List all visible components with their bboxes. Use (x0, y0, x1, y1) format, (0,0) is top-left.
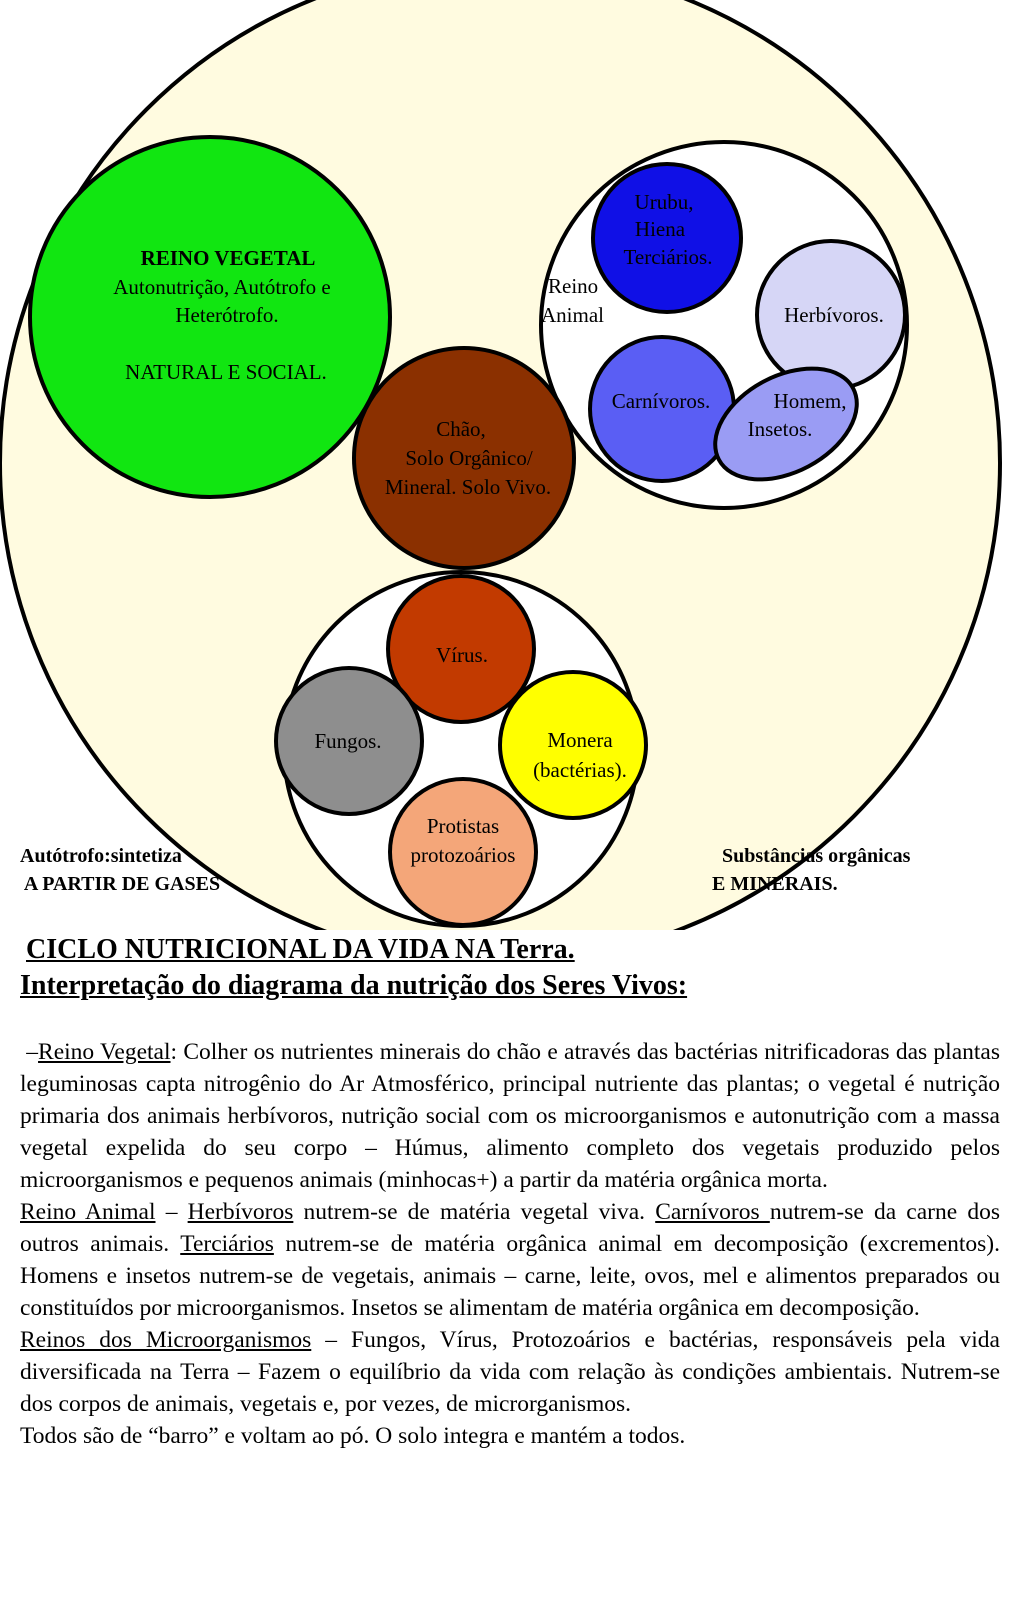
reino-animal-label-1: Reino (548, 274, 598, 298)
virus-label: Vírus. (436, 643, 488, 667)
substancias-note-line-2: E MINERAIS. (712, 873, 838, 895)
chao-line-3: Mineral. Solo Vivo. (385, 475, 551, 499)
autotrofo-note-line-1: Autótrofo:sintetiza (20, 845, 182, 867)
p2-seg-c: nutrem-se da carne dos outros animais. (20, 1199, 1000, 1257)
reino-animal-label-2: Animal (541, 303, 604, 327)
herbivoros-label: Herbívoros. (784, 303, 884, 327)
chao-circle (352, 346, 576, 570)
chao-line-1: Chão, (436, 417, 486, 441)
protistas-circle (388, 777, 538, 927)
paragraph-reino-vegetal: –Reino Vegetal: Colher os nutrientes min… (20, 1036, 1000, 1196)
interpretation-text: –Reino Vegetal: Colher os nutrientes min… (20, 1036, 1000, 1452)
reino-animal-term: Reino Animal (20, 1199, 156, 1225)
terciarios-line-1: Urubu, (635, 190, 694, 214)
reino-vegetal-title: REINO VEGETAL (141, 246, 316, 270)
monera-circle (498, 670, 648, 820)
chao-line-2: Solo Orgânico/ (405, 446, 533, 470)
nutrition-cycle-diagram: REINO VEGETAL Autonutrição, Autótrofo e … (0, 0, 1002, 930)
terciarios-circle (591, 162, 743, 314)
p2-seg-b: nutrem-se de matéria vegetal viva. (293, 1199, 656, 1225)
monera-line-2: (bactérias). (533, 758, 627, 782)
carnivoros-label: Carnívoros. (612, 389, 711, 413)
reino-vegetal-line-1: Autonutrição, Autótrofo e (113, 275, 331, 299)
protistas-line-1: Protistas (427, 814, 499, 838)
terciarios-line-2: Hiena (635, 217, 686, 241)
carnivoros-term: Carnívoros (655, 1199, 770, 1225)
reino-vegetal-term: Reino Vegetal (38, 1039, 171, 1065)
paragraph-microorganismos: Reinos dos Microorganismos – Fungos, Vír… (20, 1324, 1000, 1420)
protistas-line-2: protozoários (411, 843, 516, 867)
autotrofo-note: Autótrofo:sintetiza A PARTIR DE GASES (20, 842, 220, 898)
reino-vegetal-line-2: Heterótrofo. (175, 303, 278, 327)
p3-body: – Fungos, Vírus, Protozoários e bactéria… (20, 1327, 1000, 1417)
page-subtitle: Interpretação do diagrama da nutrição do… (20, 970, 688, 1001)
fungos-label: Fungos. (314, 729, 381, 753)
monera-line-1: Monera (547, 728, 613, 752)
paragraph-conclusion: Todos são de “barro” e voltam ao pó. O s… (20, 1423, 686, 1449)
reino-vegetal-line-3: NATURAL E SOCIAL. (125, 360, 327, 384)
p1-dash: – (26, 1039, 39, 1065)
virus-circle (386, 574, 536, 724)
paragraph-reino-animal: Reino Animal – Herbívoros nutrem-se de m… (20, 1196, 1000, 1324)
page-title: CICLO NUTRICIONAL DA VIDA NA Terra. (26, 934, 575, 965)
p2-seg-d: nutrem-se de matéria orgânica animal em … (20, 1231, 1001, 1321)
homem-insetos-line-2: Insetos. (748, 417, 813, 441)
terciarios-line-3: Terciários. (624, 245, 713, 269)
homem-insetos-ellipse (713, 366, 859, 482)
substancias-note: Substâncias orgânicas E MINERAIS. (712, 842, 910, 898)
substancias-note-line-1: Substâncias orgânicas (722, 845, 911, 867)
fungos-circle (274, 666, 424, 816)
microorganismos-term: Reinos dos Microorganismos (20, 1327, 312, 1353)
homem-insetos-line-1: Homem, (774, 389, 847, 413)
p1-body: : Colher os nutrientes minerais do chão … (20, 1039, 1000, 1193)
autotrofo-note-line-2: A PARTIR DE GASES (20, 873, 221, 895)
terciarios-term: Terciários (180, 1231, 274, 1257)
herbivoros-term: Herbívoros (187, 1199, 294, 1225)
reino-vegetal-circle (28, 135, 392, 499)
p2-seg-a: – (155, 1199, 188, 1225)
